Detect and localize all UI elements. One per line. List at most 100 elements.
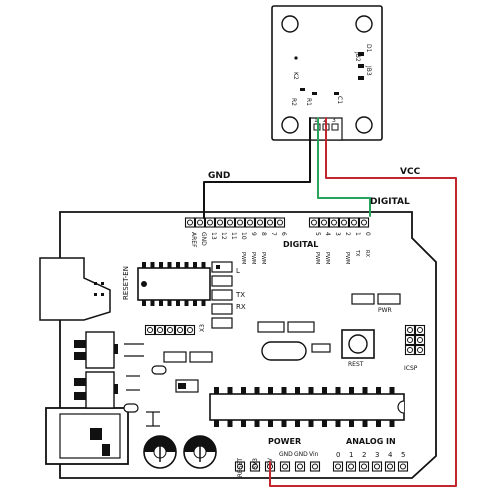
module-label-c1: C1 — [336, 96, 343, 104]
led-label-rx: RX — [236, 303, 246, 311]
mcu-pin — [335, 387, 341, 394]
pwm-mark: PWM — [314, 252, 320, 264]
digital-header — [184, 217, 370, 228]
chip-pin — [201, 262, 206, 268]
mcu-pin — [241, 387, 246, 394]
led-label-l: L — [236, 267, 240, 275]
mcu-notch — [397, 400, 405, 414]
module-label-r1: R1 — [305, 98, 312, 106]
analog-pin-label: 4 — [388, 451, 393, 459]
regulator — [74, 331, 118, 369]
digital-pin-label: 3 — [334, 232, 341, 236]
chip-pin — [184, 262, 189, 268]
chip-pin — [193, 262, 197, 268]
mcu-pin — [281, 387, 287, 394]
smd-part — [123, 403, 139, 413]
crystal-oscillator — [261, 341, 307, 361]
chip-pin — [193, 300, 197, 306]
digital-pin-label: 5 — [314, 232, 321, 236]
power-pin-hole — [237, 463, 243, 470]
header-pin-hole — [321, 219, 327, 226]
vcc-wire — [269, 117, 457, 487]
header-pin-hole — [341, 219, 347, 226]
chip-pin — [159, 300, 163, 306]
module-label-r2: R2 — [290, 98, 297, 106]
connector-pin-label: 3 — [332, 117, 336, 124]
analog-pin-hole — [335, 463, 341, 470]
header-pin-hole — [217, 219, 223, 226]
power-pin-hole — [282, 463, 288, 470]
chip-pin — [142, 262, 146, 268]
tx-arrow_label: TX — [354, 249, 360, 257]
digital-pin-label: 10 — [240, 232, 247, 240]
mcu-pin — [214, 420, 219, 427]
header-pin-hole — [207, 219, 213, 226]
mcu-pin — [308, 387, 314, 394]
module-label-jb2: JB2 — [354, 51, 361, 62]
x3-pin-hole — [157, 327, 163, 333]
header-pin-hole — [351, 219, 357, 226]
x3-pin-hole — [167, 327, 173, 333]
mcu-pin — [362, 420, 368, 427]
mcu-pin — [295, 387, 300, 394]
power-pin-hole — [297, 463, 303, 470]
mcu-pin — [376, 387, 381, 394]
pwm-mark: PWM — [240, 252, 246, 264]
reset-button[interactable] — [341, 329, 375, 359]
digital-pin-label: 11 — [230, 232, 237, 240]
icsp-pin-hole — [417, 337, 423, 343]
mcu-pin — [376, 420, 381, 427]
mcu-pin — [308, 420, 314, 427]
power-header-label: POWER — [268, 437, 301, 446]
smd-component — [334, 92, 339, 95]
chip-pin — [201, 300, 206, 306]
regulator — [74, 371, 118, 409]
mcu-pins — [214, 387, 395, 427]
smd-part — [351, 293, 375, 305]
smd-dot — [294, 56, 298, 60]
analog-pin-label: 5 — [401, 451, 405, 459]
mcu-pin — [349, 387, 354, 394]
board-lines — [124, 343, 160, 427]
usb-chip — [137, 267, 211, 301]
mcu-pin — [322, 387, 327, 394]
capacitor — [183, 435, 217, 469]
icsp-pin-hole — [417, 347, 423, 353]
digital-pin-label: GND — [200, 232, 207, 246]
smd-part-fill — [178, 383, 186, 389]
smd-component — [358, 52, 364, 56]
power-jack — [45, 407, 129, 465]
smd-resistor — [311, 343, 331, 353]
digital-pin-label: 8 — [260, 232, 267, 236]
power-pin-hole — [252, 463, 258, 470]
icsp-pin-hole — [417, 327, 423, 333]
usb-chip-pins — [142, 262, 206, 306]
connector-pin — [331, 123, 339, 131]
led-stack — [211, 261, 233, 329]
header-pin-hole — [247, 219, 253, 226]
header-pin-hole — [187, 219, 193, 226]
header-pin-hole — [227, 219, 233, 226]
mcu-pin — [214, 387, 219, 394]
mcu-pin — [227, 387, 233, 394]
usb-connector — [39, 257, 111, 321]
connector-pin-label: 1 — [314, 117, 318, 124]
mcu-pin — [254, 387, 260, 394]
chip-pin — [150, 262, 155, 268]
smd-component — [358, 76, 364, 80]
mcu-pin — [322, 420, 327, 427]
mcu-pin — [268, 420, 273, 427]
digital-wire — [317, 117, 371, 217]
power-pin-label: GND — [294, 451, 308, 458]
icsp-pin-hole — [407, 327, 413, 333]
pwm-mark: PWM — [324, 252, 330, 264]
x3-pin-hole — [187, 327, 193, 333]
wires — [203, 117, 457, 487]
gnd-wire-label: GND — [208, 171, 230, 181]
mcu-pin — [362, 387, 368, 394]
rx-arrow_label: RX — [364, 250, 370, 257]
module-mount-hole — [355, 15, 373, 33]
power-pin-label: Vin — [309, 451, 319, 458]
digital-pin-label: 9 — [250, 232, 257, 236]
pwm-mark: PWM — [260, 252, 266, 264]
